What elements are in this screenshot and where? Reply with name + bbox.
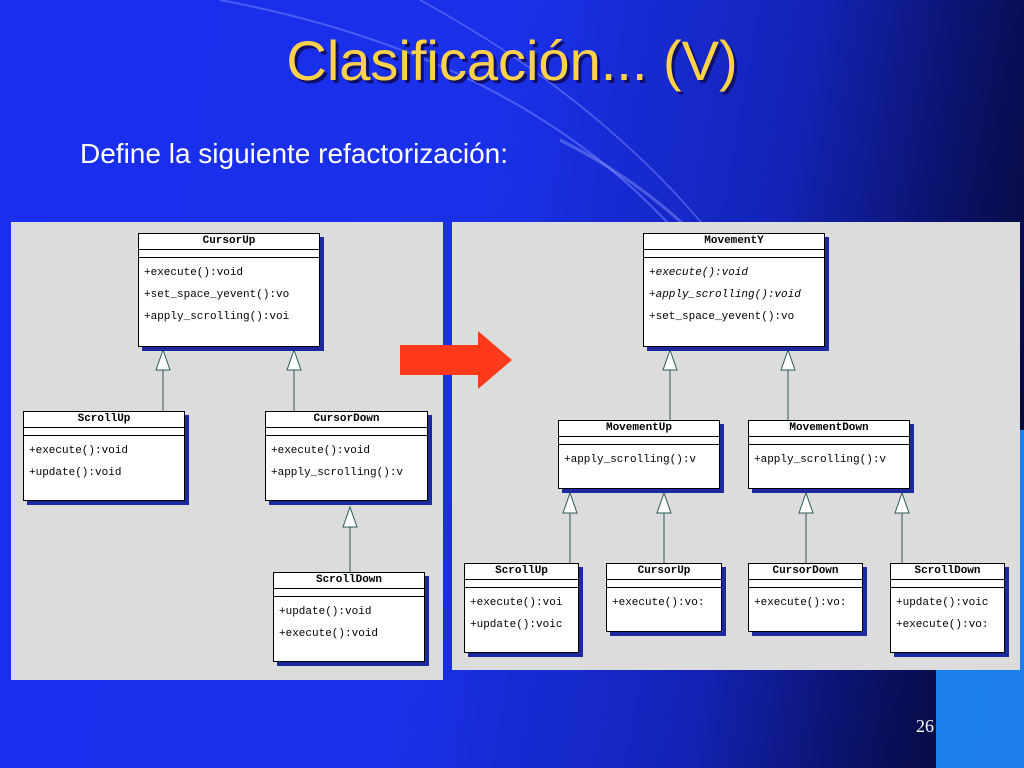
class-box-movementy: MovementY +execute():void +apply_scrolli…	[643, 233, 825, 347]
class-operation: +execute():void	[144, 267, 244, 279]
class-operation: +execute():vo:	[754, 597, 847, 609]
class-box-movementup: MovementUp +apply_scrolling():v	[558, 420, 720, 489]
class-box-cursordown-after: CursorDown +execute():vo:	[748, 563, 863, 632]
class-name: CursorDown	[266, 412, 427, 428]
class-attributes	[607, 580, 721, 588]
class-operation: +apply_scrolling():v	[271, 467, 404, 479]
class-name: CursorUp	[139, 234, 319, 250]
class-operation: +execute():voi	[470, 597, 563, 609]
inheritance-arrowhead	[894, 491, 910, 514]
class-operation-abstract: +apply_scrolling():void	[649, 289, 801, 301]
class-operation: +apply_scrolling():v	[564, 454, 697, 466]
refactor-arrow-icon	[400, 331, 512, 389]
class-operation: +set_space_yevent():vo	[144, 289, 290, 301]
slide-title: Clasificación... (V)	[286, 29, 738, 92]
inheritance-arrowhead	[656, 491, 672, 514]
class-operation-abstract: +execute():void	[649, 267, 749, 279]
class-box-cursordown-before: CursorDown +execute():void +apply_scroll…	[265, 411, 428, 501]
class-operation: +execute():void	[279, 628, 379, 640]
class-attributes	[749, 437, 909, 445]
class-box-scrolldown-after: ScrollDown +update():voic +execute():vo:	[890, 563, 1005, 653]
class-operation: +execute():void	[271, 445, 371, 457]
inheritance-arrowhead	[286, 348, 302, 371]
class-attributes	[891, 580, 1004, 588]
inheritance-arrowhead	[662, 348, 678, 371]
class-box-cursorup-after: CursorUp +execute():vo:	[606, 563, 722, 632]
class-name: MovementY	[644, 234, 824, 250]
class-box-cursorup-before: CursorUp +execute():void +set_space_yeve…	[138, 233, 320, 347]
inheritance-arrowhead	[780, 348, 796, 371]
class-name: MovementDown	[749, 421, 909, 437]
class-box-movementdown: MovementDown +apply_scrolling():v	[748, 420, 910, 489]
class-operation: +update():voic	[470, 619, 563, 631]
inheritance-arrowhead	[562, 491, 578, 514]
slide-subtitle: Define la siguiente refactorización:	[80, 138, 509, 169]
class-operation: +update():void	[29, 467, 122, 479]
class-name: MovementUp	[559, 421, 719, 437]
class-operation: +update():void	[279, 606, 372, 618]
class-box-scrolldown-before: ScrollDown +update():void +execute():voi…	[273, 572, 425, 662]
class-name: ScrollDown	[891, 564, 1004, 580]
class-box-scrollup-before: ScrollUp +execute():void +update():void	[23, 411, 185, 501]
class-operation: +execute():vo:	[612, 597, 705, 609]
inheritance-arrowhead	[155, 348, 171, 371]
class-operation: +set_space_yevent():vo	[649, 311, 795, 323]
class-attributes	[749, 580, 862, 588]
class-name: CursorUp	[607, 564, 721, 580]
page-number: 26	[916, 716, 934, 736]
class-operation: +update():voic	[896, 597, 989, 609]
class-operation: +execute():vo:	[896, 619, 989, 631]
class-attributes	[266, 428, 427, 436]
class-name: CursorDown	[749, 564, 862, 580]
class-attributes	[559, 437, 719, 445]
class-name: ScrollUp	[24, 412, 184, 428]
class-box-scrollup-after: ScrollUp +execute():voi +update():voic	[464, 563, 579, 653]
class-attributes	[24, 428, 184, 436]
class-name: ScrollDown	[274, 573, 424, 589]
inheritance-arrowhead	[798, 491, 814, 514]
class-operation: +apply_scrolling():voi	[144, 311, 290, 323]
class-operation: +execute():void	[29, 445, 129, 457]
class-attributes	[465, 580, 578, 588]
class-attributes	[644, 250, 824, 258]
class-attributes	[139, 250, 319, 258]
class-operation: +apply_scrolling():v	[754, 454, 887, 466]
class-name: ScrollUp	[465, 564, 578, 580]
class-attributes	[274, 589, 424, 597]
inheritance-arrowhead	[342, 505, 358, 528]
